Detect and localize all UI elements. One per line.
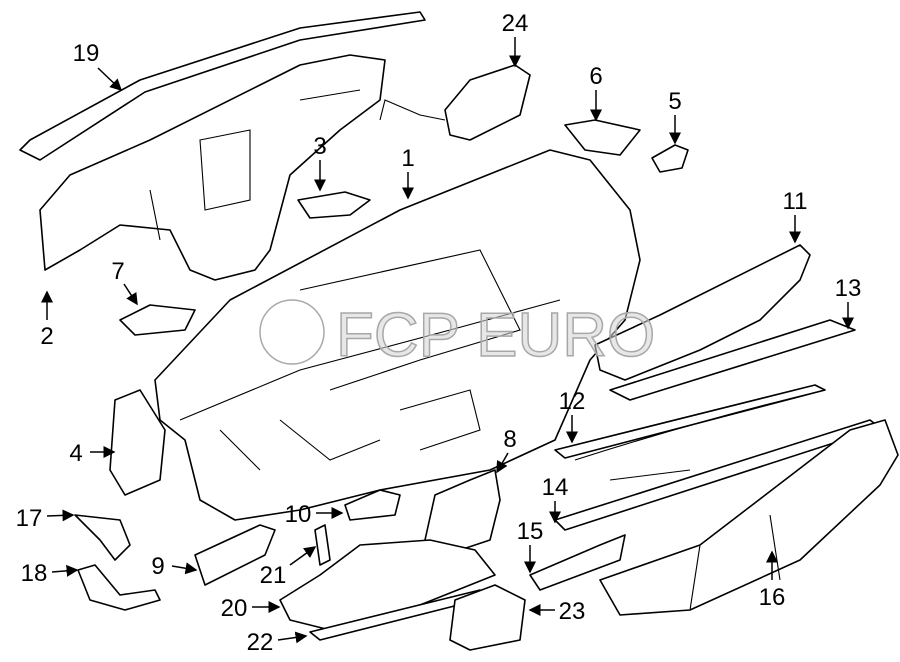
part-13-strip [609, 319, 856, 401]
part-17 [74, 514, 131, 561]
callout-23: 23 [559, 598, 586, 625]
part-7-vent [119, 304, 196, 336]
part-21 [314, 524, 331, 566]
callout-20: 20 [221, 595, 248, 622]
callout-13: 13 [835, 275, 862, 302]
callout-16: 16 [759, 584, 786, 611]
callout-2: 2 [40, 323, 53, 350]
part-11-trim [594, 244, 811, 381]
part-16-lower-panel [599, 419, 899, 616]
callout-17: 17 [16, 505, 43, 532]
part-15 [529, 534, 626, 591]
callout-21: 21 [260, 562, 287, 589]
part-20-console [279, 539, 496, 631]
callout-24: 24 [502, 10, 529, 37]
callout-12: 12 [559, 388, 586, 415]
part-6-vent [564, 119, 641, 156]
callout-6: 6 [589, 63, 602, 90]
callout-22: 22 [247, 629, 274, 656]
callout-4: 4 [69, 440, 82, 467]
callout-18: 18 [21, 560, 48, 587]
callout-15: 15 [517, 518, 544, 545]
fcp-euro-watermark: FCP EURO [259, 299, 656, 371]
part-1-dashboard [154, 149, 641, 521]
part-5 [651, 144, 689, 173]
part-3 [297, 191, 371, 219]
callout-1: 1 [401, 145, 414, 172]
part-10 [344, 489, 401, 521]
callout-9: 9 [151, 553, 164, 580]
part-19-rail [19, 11, 426, 161]
callout-11: 11 [783, 188, 808, 215]
callout-8: 8 [503, 426, 516, 453]
part-18 [77, 564, 161, 611]
callout-3: 3 [313, 133, 326, 160]
callout-5: 5 [668, 88, 681, 115]
part-24 [444, 64, 531, 141]
watermark-text: FCP EURO [336, 301, 655, 370]
callout-7: 7 [111, 258, 124, 285]
callout-labels: 1 2 3 4 5 6 7 8 9 10 11 12 13 14 15 16 1… [16, 10, 862, 656]
callout-19: 19 [73, 40, 100, 67]
part-23-glovebox [449, 584, 526, 651]
callout-10: 10 [285, 501, 312, 528]
callout-14: 14 [542, 474, 569, 501]
part-2-support-frame [39, 54, 386, 281]
part-9 [194, 524, 276, 586]
part-4 [109, 389, 166, 496]
